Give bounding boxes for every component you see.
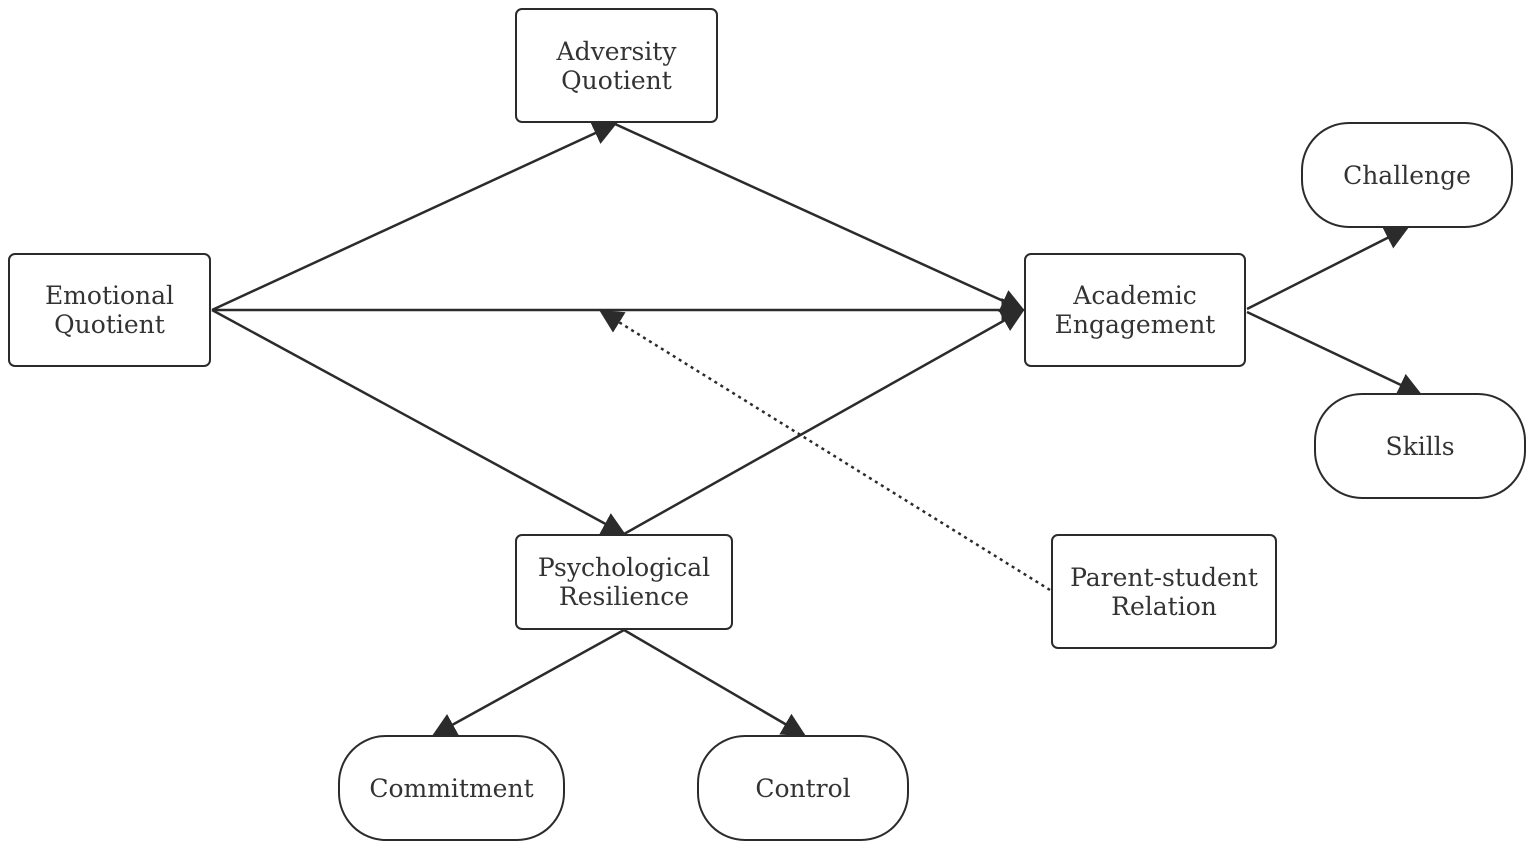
node-challenge-label: Challenge <box>1343 160 1471 190</box>
node-academic-engagement-line1: Academic <box>1073 281 1197 310</box>
node-psychological-resilience: Psychological Resilience <box>515 534 733 630</box>
node-adversity-quotient: Adversity Quotient <box>515 8 718 123</box>
node-parent-student-relation-line2: Relation <box>1111 591 1217 621</box>
node-challenge: Challenge <box>1301 122 1513 228</box>
edge-pr-to-ae <box>623 308 1026 536</box>
node-emotional-quotient-line1: Emotional <box>44 281 175 310</box>
node-parent-student-relation-line1: Parent-student <box>1070 562 1258 592</box>
node-academic-engagement-line2: Engagement <box>1054 310 1216 339</box>
edge-ae-to-skills <box>1246 310 1423 396</box>
node-control: Control <box>697 735 909 841</box>
node-academic-engagement: Academic Engagement <box>1024 253 1246 367</box>
node-adversity-quotient-line1: Adversity <box>556 36 677 66</box>
node-parent-student-relation: Parent-student Relation <box>1051 534 1277 649</box>
node-control-label: Control <box>755 773 851 803</box>
node-psychological-resilience-line1: Psychological <box>537 553 711 582</box>
node-skills: Skills <box>1314 393 1526 499</box>
node-adversity-quotient-line2: Quotient <box>561 65 672 95</box>
edge-eq-to-pr <box>211 308 627 536</box>
edge-eq-to-aq <box>211 122 618 312</box>
node-psychological-resilience-line2: Resilience <box>558 582 690 611</box>
node-skills-label: Skills <box>1385 431 1455 461</box>
edge-ae-to-challenge <box>1246 226 1410 311</box>
node-commitment-label: Commitment <box>369 773 534 803</box>
node-emotional-quotient-line2: Quotient <box>54 310 165 339</box>
node-commitment: Commitment <box>338 735 565 841</box>
edge-pr-to-control <box>623 628 807 737</box>
node-emotional-quotient: Emotional Quotient <box>8 253 211 367</box>
edge-pr-to-commitment <box>431 628 625 737</box>
edge-aq-to-ae <box>614 122 1026 312</box>
